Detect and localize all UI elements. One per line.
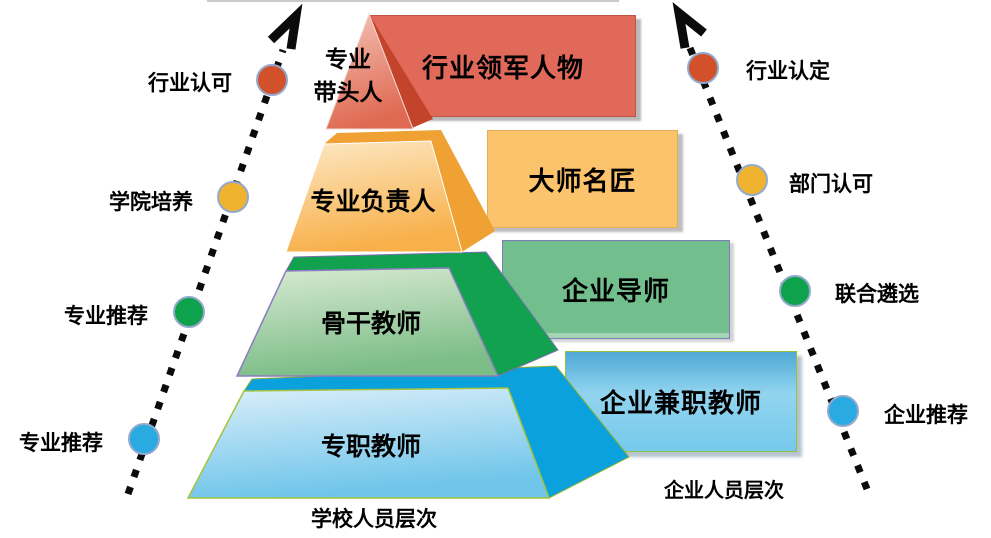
box-industry-leader-label: 行业领军人物: [421, 53, 584, 84]
top-border-line: [207, 0, 619, 2]
right-label-enterprise-recommendation: 企业推荐: [884, 403, 968, 427]
box-enterprise-parttime-teacher: 企业兼职教师: [565, 351, 797, 452]
right-label-department-recognition: 部门认可: [789, 172, 873, 196]
left-dot-level4: [128, 423, 160, 455]
left-label-college-cultivation: 学院培养: [109, 190, 193, 214]
box-enterprise-parttime-teacher-label: 企业兼职教师: [599, 389, 762, 419]
left-label-industry-recognition: 行业认可: [148, 71, 232, 95]
left-label-major-recommendation-lower: 专业推荐: [19, 431, 103, 455]
right-label-joint-selection: 联合遴选: [835, 282, 919, 306]
caption-school-personnel: 学校人员层次: [311, 507, 437, 531]
right-dot-level2: [736, 164, 768, 196]
right-label-industry-certification: 行业认定: [746, 59, 830, 83]
pyramid-label-major-director: 专业负责人: [310, 187, 436, 216]
caption-enterprise-personnel: 企业人员层次: [664, 478, 784, 502]
left-label-major-recommendation-upper: 专业推荐: [64, 304, 148, 328]
box-enterprise-mentor-label: 企业导师: [561, 277, 670, 307]
right-dot-level1: [687, 52, 719, 84]
pyramid-label-backbone-teacher: 骨干教师: [320, 309, 421, 338]
left-dot-level1: [256, 64, 288, 96]
right-arrowhead-icon: [672, 2, 707, 49]
left-dot-level3: [173, 296, 205, 328]
right-dot-level4: [827, 395, 859, 427]
right-dot-level3: [779, 275, 811, 307]
pyramid-label-major-leader: 专业 带头人: [313, 47, 383, 107]
box-master-craftsman: 大师名匠: [487, 130, 678, 228]
box-master-craftsman-label: 大师名匠: [528, 166, 637, 197]
box-enterprise-mentor: 企业导师: [502, 240, 730, 339]
pyramid-label-fulltime-teacher: 专职教师: [320, 432, 421, 461]
left-dot-level2: [217, 181, 249, 213]
